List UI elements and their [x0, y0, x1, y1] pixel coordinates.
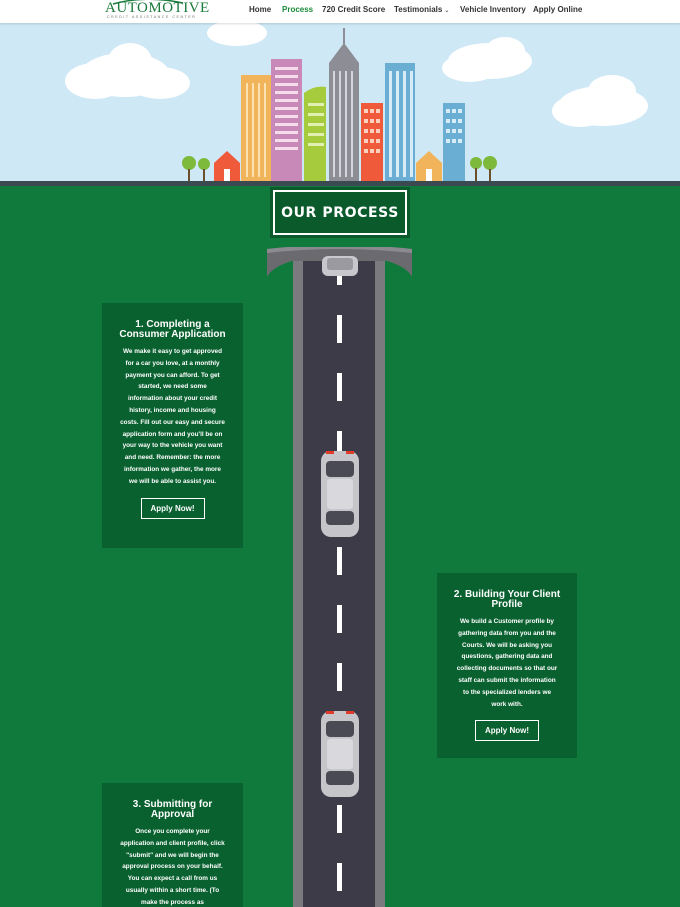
section-title: OUR PROCESS [281, 204, 399, 221]
road [303, 260, 375, 907]
car-icon [322, 256, 358, 276]
chevron-down-icon: ⌄ [444, 8, 450, 14]
site-header: AUTOMOTIVE CREDIT ASSISTANCE CENTER Home… [0, 0, 680, 23]
step-title: 3. Submitting for Approval [132, 799, 213, 820]
nav-testimonials-label: Testimonials [394, 5, 443, 14]
road-lane-markings [337, 274, 342, 891]
step-card-3: 3. Submitting for Approval Once you comp… [102, 783, 243, 907]
city-skyline-graphic [65, 23, 648, 181]
bridge-overpass-icon [267, 247, 412, 277]
logo-tagline: CREDIT ASSISTANCE CENTER [107, 15, 197, 19]
nav-720-credit-score[interactable]: 720 Credit Score [322, 5, 386, 14]
nav-process[interactable]: Process [282, 5, 314, 14]
nav-testimonials[interactable]: Testimonials⌄ [394, 5, 449, 16]
nav-apply-online[interactable]: Apply Online [533, 5, 583, 14]
step-description: Once you complete your application and c… [120, 828, 225, 906]
nav-vehicle-inventory[interactable]: Vehicle Inventory [460, 5, 526, 14]
ground-divider [0, 181, 680, 186]
step-card-2: 2. Building Your Client Profile We build… [437, 573, 577, 758]
step-card-1: 1. Completing a Consumer Application We … [102, 303, 243, 548]
site-logo[interactable]: AUTOMOTIVE CREDIT ASSISTANCE CENTER [105, 0, 209, 21]
apply-now-button[interactable]: Apply Now! [140, 497, 205, 519]
apply-now-button[interactable]: Apply Now! [475, 720, 539, 742]
logo-text: AUTOMOTIVE [105, 0, 210, 16]
cloud-icon [65, 23, 648, 127]
logo-swoosh-icon [112, 0, 184, 5]
city-skyline-illustration [0, 23, 680, 181]
car-icon [321, 451, 359, 537]
step-description: We make it easy to get approved for a ca… [120, 348, 225, 485]
nav-home[interactable]: Home [249, 5, 272, 14]
step-title: 2. Building Your Client Profile [453, 589, 561, 610]
car-icon [321, 711, 359, 797]
step-description: We build a Customer profile by gathering… [456, 618, 558, 708]
step-title: 1. Completing a Consumer Application [119, 319, 226, 340]
section-title-sign: OUR PROCESS [270, 187, 410, 238]
